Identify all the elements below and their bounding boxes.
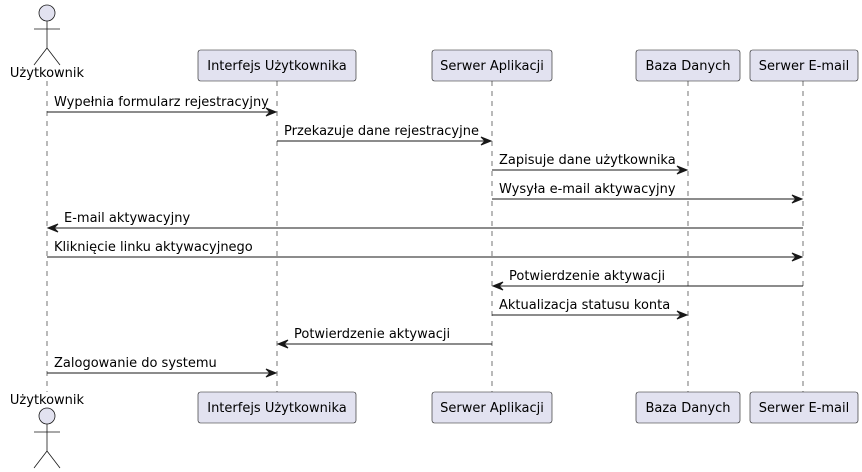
actor-leg-right — [46, 450, 61, 469]
message-label: Zalogowanie do systemu — [54, 356, 217, 371]
participant-box — [749, 391, 859, 424]
message-10: Zalogowanie do systemu — [47, 356, 278, 378]
participant-label: Interfejs Użytkownika — [207, 401, 347, 416]
participant-box — [431, 49, 553, 82]
actor-leg-left — [33, 450, 48, 469]
participant-label: Serwer Aplikacji — [440, 59, 544, 74]
participant-box — [635, 391, 741, 424]
actor-label: Użytkownik — [10, 393, 85, 408]
arrowhead-icon — [491, 281, 504, 291]
arrowhead-icon — [480, 136, 493, 146]
arrowhead-icon — [265, 107, 278, 117]
participant-box — [635, 49, 741, 82]
participant-box — [431, 391, 553, 424]
message-label: Kliknięcie linku aktywacyjnego — [54, 240, 253, 255]
participant-label: Serwer E-mail — [759, 401, 849, 416]
participant-label: Baza Danych — [645, 401, 730, 416]
participant-box — [197, 391, 357, 424]
arrowhead-icon — [676, 165, 689, 175]
participant-label: Interfejs Użytkownika — [207, 59, 347, 74]
message-9: Potwierdzenie aktywacji — [276, 327, 492, 349]
participant-app-bottom: Serwer Aplikacji — [431, 391, 553, 424]
arrowhead-icon — [265, 368, 278, 378]
arrowhead-icon — [276, 339, 289, 349]
arrowhead-icon — [791, 252, 804, 262]
message-label: Przekazuje dane rejestracyjne — [284, 124, 479, 139]
participant-box — [197, 49, 357, 82]
actor-leg-right — [46, 47, 61, 66]
participant-label: Baza Danych — [645, 59, 730, 74]
participant-box — [749, 49, 859, 82]
participant-db-top: Baza Danych — [635, 49, 741, 82]
participant-db-bottom: Baza Danych — [635, 391, 741, 424]
arrowhead-icon — [791, 194, 804, 204]
participant-mail-bottom: Serwer E-mail — [749, 391, 859, 424]
message-6: Kliknięcie linku aktywacyjnego — [47, 240, 804, 262]
message-4: Wysyła e-mail aktywacyjny — [492, 182, 804, 204]
message-label: Wypełnia formularz rejestracyjny — [54, 95, 269, 110]
participant-mail-top: Serwer E-mail — [749, 49, 859, 82]
participant-ui-top: Interfejs Użytkownika — [197, 49, 357, 82]
message-8: Aktualizacja statusu konta — [492, 298, 689, 320]
participant-ui-bottom: Interfejs Użytkownika — [197, 391, 357, 424]
message-3: Zapisuje dane użytkownika — [492, 153, 689, 175]
participant-app-top: Serwer Aplikacji — [431, 49, 553, 82]
participant-label: Serwer Aplikacji — [440, 401, 544, 416]
actor-head-icon — [38, 4, 56, 22]
actor-user-top: Użytkownik — [10, 4, 85, 81]
message-label: Zapisuje dane użytkownika — [499, 153, 676, 168]
arrowhead-icon — [46, 223, 59, 233]
message-label: Aktualizacja statusu konta — [499, 298, 670, 313]
message-label: Potwierdzenie aktywacji — [294, 327, 450, 342]
actor-leg-left — [33, 47, 48, 66]
message-label: E-mail aktywacyjny — [64, 211, 190, 226]
actor-user-bottom: Użytkownik — [10, 393, 85, 469]
participant-label: Serwer E-mail — [759, 59, 849, 74]
arrowhead-icon — [676, 310, 689, 320]
actor-label: Użytkownik — [10, 66, 85, 81]
message-2: Przekazuje dane rejestracyjne — [277, 124, 493, 146]
message-7: Potwierdzenie aktywacji — [491, 269, 803, 291]
message-5: E-mail aktywacyjny — [46, 211, 803, 233]
message-label: Potwierdzenie aktywacji — [509, 269, 665, 284]
message-1: Wypełnia formularz rejestracyjny — [47, 95, 278, 117]
actor-head-icon — [38, 407, 56, 425]
message-label: Wysyła e-mail aktywacyjny — [499, 182, 676, 197]
